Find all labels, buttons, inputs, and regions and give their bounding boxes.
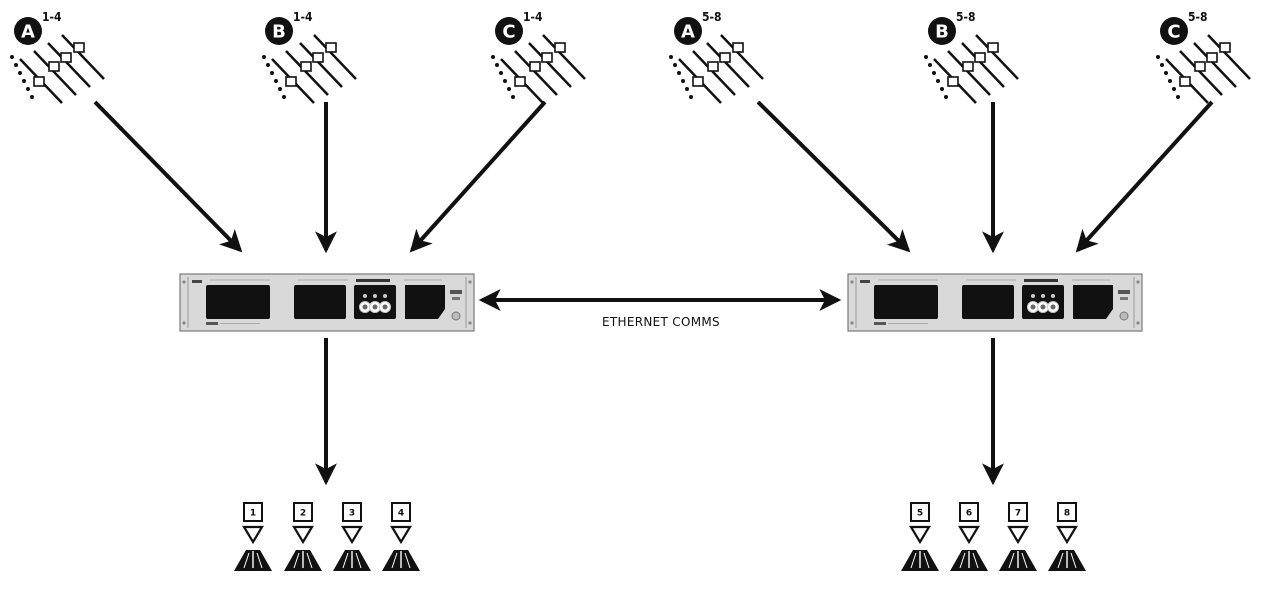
output-number: 5 (917, 509, 923, 519)
console-a-1-4: A 1-4 (8, 10, 106, 105)
console-letter: A (21, 22, 35, 43)
speaker-output-4: 4 (380, 502, 422, 573)
ethernet-comms-label: ETHERNET COMMS (602, 315, 720, 329)
output-number: 2 (300, 509, 306, 519)
fader-console-icon (8, 33, 106, 105)
output-number: 3 (349, 509, 355, 519)
console-channel-range: 5-8 (956, 10, 976, 24)
speaker-output-5: 5 (899, 502, 941, 573)
fader-console-icon (1154, 33, 1252, 105)
loudspeaker-icon (380, 525, 422, 573)
console-letter-badge (265, 17, 293, 45)
loudspeaker-icon (948, 525, 990, 573)
console-letter-badge (495, 17, 523, 45)
console-letter: C (502, 22, 515, 43)
console-channel-range: 1-4 (523, 10, 543, 24)
loudspeaker-icon (232, 525, 274, 573)
output-number: 7 (1015, 509, 1021, 519)
console-c-5-8: C 5-8 (1154, 10, 1252, 105)
console-channel-range: 5-8 (702, 10, 722, 24)
fader-console-icon (667, 33, 765, 105)
arrow-console-c-1-4 (409, 100, 547, 253)
console-channel-range: 1-4 (42, 10, 62, 24)
arrow-console-a-5-8 (756, 100, 911, 253)
processor-unit-right (847, 273, 1143, 332)
output-number: 8 (1064, 509, 1070, 519)
arrow-console-c-5-8 (1075, 100, 1214, 253)
console-b-1-4: B 1-4 (260, 10, 358, 105)
console-letter: C (1167, 22, 1180, 43)
output-number: 1 (250, 509, 256, 519)
fader-console-icon (260, 33, 358, 105)
speaker-output-7: 7 (997, 502, 1039, 573)
console-channel-range: 1-4 (293, 10, 313, 24)
loudspeaker-icon (1046, 525, 1088, 573)
console-letter: B (272, 22, 286, 43)
fader-console-icon (489, 33, 587, 105)
console-channel-range: 5-8 (1188, 10, 1208, 24)
speaker-output-2: 2 (282, 502, 324, 573)
console-letter-badge (1160, 17, 1188, 45)
speaker-output-1: 1 (232, 502, 274, 573)
loudspeaker-icon (899, 525, 941, 573)
speaker-output-6: 6 (948, 502, 990, 573)
loudspeaker-icon (331, 525, 373, 573)
console-letter-badge (14, 17, 42, 45)
console-c-1-4: C 1-4 (489, 10, 587, 105)
speaker-output-8: 8 (1046, 502, 1088, 573)
arrow-console-a-1-4 (93, 100, 243, 253)
console-b-5-8: B 5-8 (922, 10, 1020, 105)
console-letter: A (681, 22, 695, 43)
output-number: 6 (966, 509, 972, 519)
speaker-output-3: 3 (331, 502, 373, 573)
processor-unit-left (179, 273, 475, 332)
console-letter-badge (928, 17, 956, 45)
loudspeaker-icon (282, 525, 324, 573)
console-letter-badge (674, 17, 702, 45)
console-a-5-8: A 5-8 (667, 10, 765, 105)
fader-console-icon (922, 33, 1020, 105)
console-letter: B (935, 22, 949, 43)
output-number: 4 (398, 509, 404, 519)
loudspeaker-icon (997, 525, 1039, 573)
